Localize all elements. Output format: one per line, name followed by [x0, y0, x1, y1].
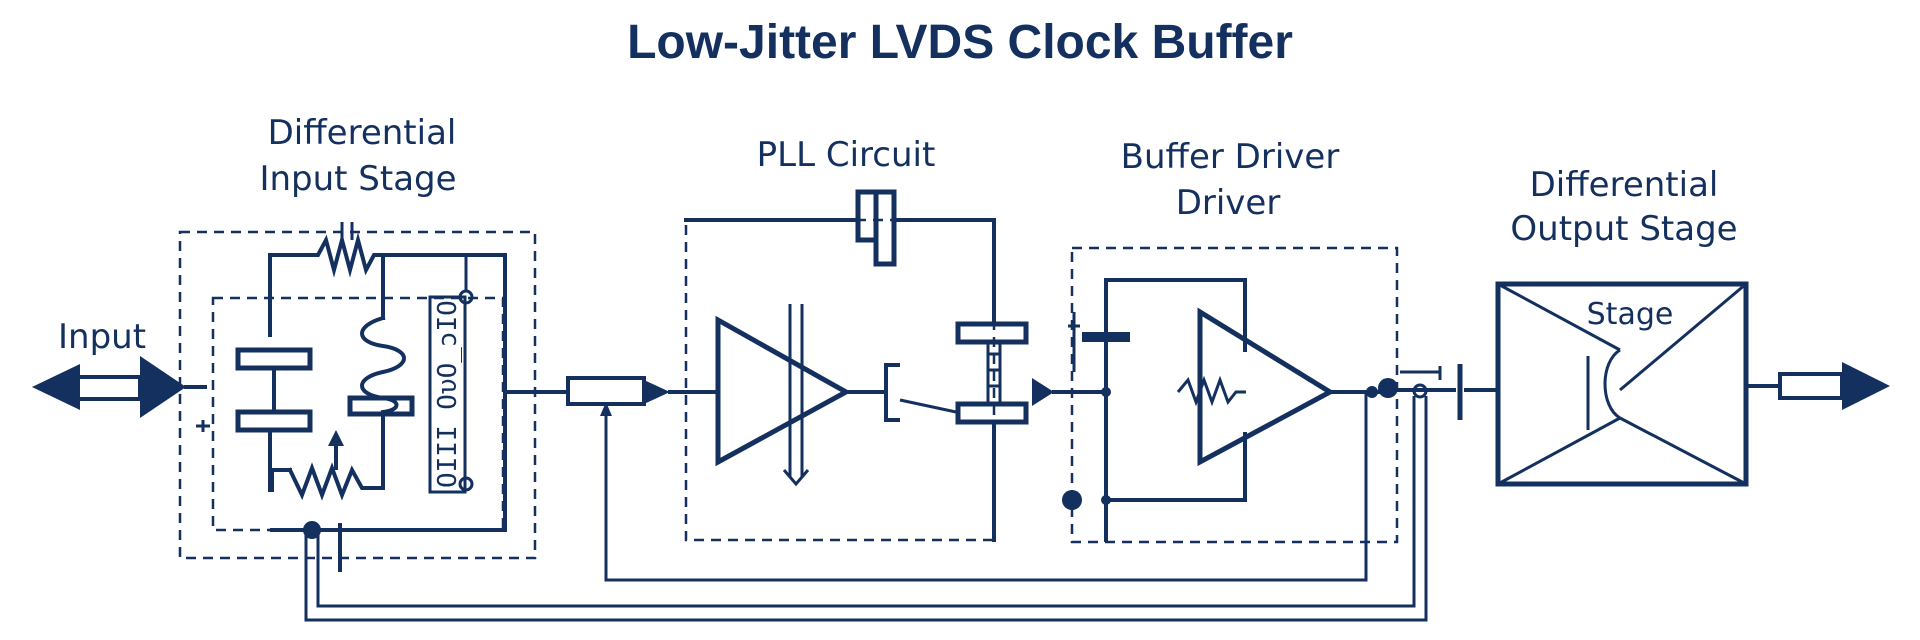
output-arrow [1744, 362, 1890, 410]
buffer-driver [1052, 246, 1399, 544]
diff-output-label-line2: Output Stage [1510, 209, 1737, 249]
buffer-label-line2: Driver [1176, 183, 1281, 223]
diff-input-label-line1: Differential [268, 113, 457, 153]
input-label: Input [58, 317, 146, 357]
output-junctions [1370, 364, 1500, 420]
input-arrow [32, 356, 207, 418]
diagram-title: Low-Jitter LVDS Clock Buffer [627, 16, 1293, 69]
buffer-label-line1: Buffer Driver [1121, 137, 1340, 177]
diff-input-label-line2: Input Stage [259, 159, 456, 199]
stage-label: Stage [1587, 297, 1674, 332]
diff-output-label-line1: Differential [1530, 165, 1719, 205]
vertical-stage-text: OIII OυO_ɔIO [433, 300, 463, 488]
input-to-pll-connector [528, 376, 720, 406]
diff-output-stage [1495, 281, 1749, 487]
feedback-loops [304, 392, 1428, 622]
diff-input-stage [178, 222, 537, 572]
pll-label: PLL Circuit [757, 135, 936, 175]
pll-circuit [684, 189, 1054, 542]
